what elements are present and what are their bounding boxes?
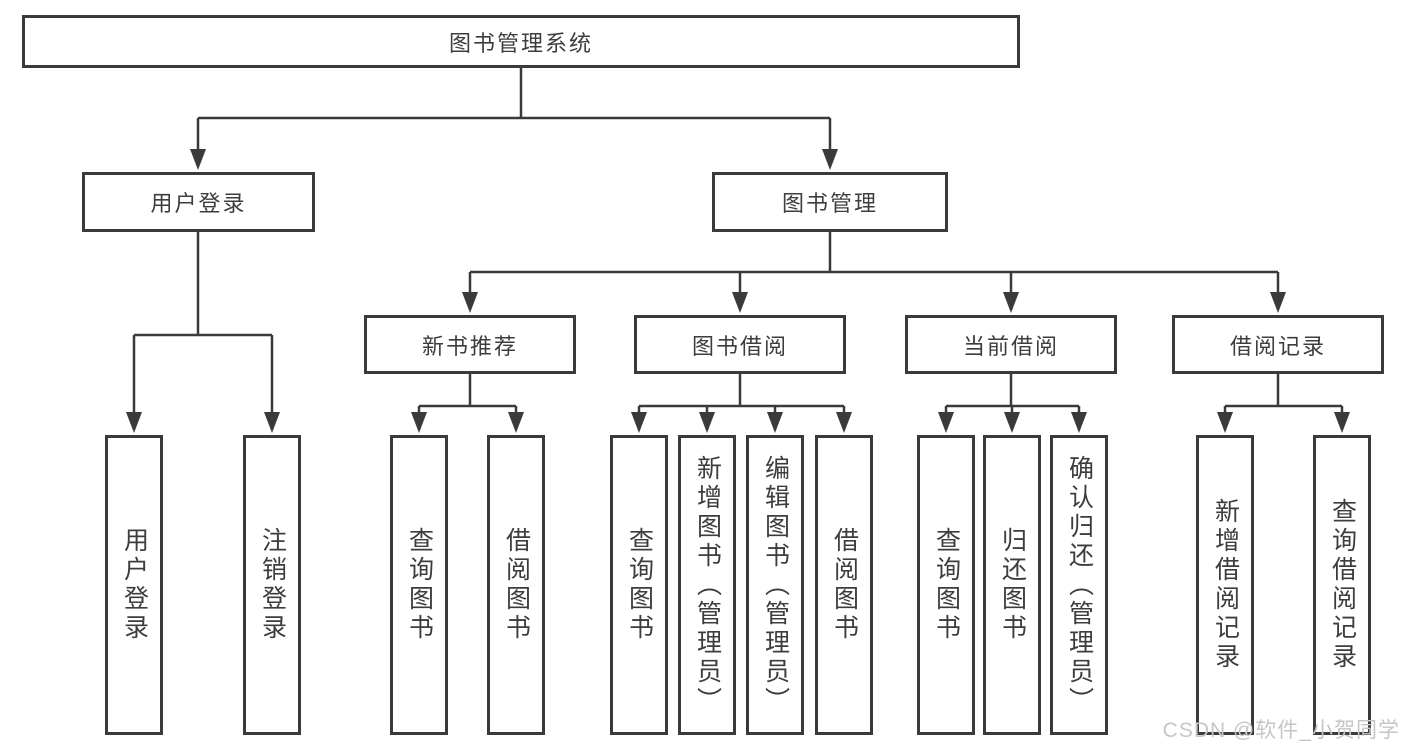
leaf-edit-books-admin-label: 编辑图书（管理员）	[761, 454, 790, 716]
leaf-confirm-return-admin-label: 确认归还（管理员）	[1065, 454, 1094, 716]
leaf-query-books-recommend: 查询图书	[390, 435, 448, 735]
leaf-query-books-recommend-label: 查询图书	[405, 527, 434, 643]
node-book-management: 图书管理	[712, 172, 948, 232]
connector-user-login-to-leaves	[126, 232, 280, 433]
leaf-add-borrow-record: 新增借阅记录	[1196, 435, 1254, 735]
leaf-query-books-borrowing-label: 查询图书	[625, 527, 654, 643]
leaf-edit-books-admin: 编辑图书（管理员）	[746, 435, 804, 735]
leaf-user-login: 用户登录	[105, 435, 163, 735]
connector-borrowing-records-to-leaves	[1217, 374, 1350, 433]
connector-current-borrowing-to-leaves	[938, 374, 1087, 433]
leaf-user-login-label: 用户登录	[120, 527, 149, 643]
leaf-query-books-current: 查询图书	[917, 435, 975, 735]
leaf-query-borrow-record-label: 查询借阅记录	[1328, 498, 1357, 672]
leaf-logout-label: 注销登录	[258, 527, 287, 643]
leaf-borrow-books-recommend-label: 借阅图书	[502, 527, 531, 643]
leaf-logout: 注销登录	[243, 435, 301, 735]
leaf-query-books-current-label: 查询图书	[932, 527, 961, 643]
leaf-borrow-books-recommend: 借阅图书	[487, 435, 545, 735]
connector-book-management-to-level3	[462, 232, 1286, 313]
leaf-borrow-books-label: 借阅图书	[830, 527, 859, 643]
leaf-return-books-label: 归还图书	[998, 527, 1027, 643]
node-borrowing-records: 借阅记录	[1172, 315, 1384, 374]
leaf-query-books-borrowing: 查询图书	[610, 435, 668, 735]
csdn-watermark: CSDN @软件_小贺同学	[1162, 719, 1400, 742]
node-root-system: 图书管理系统	[22, 15, 1020, 68]
leaf-add-books-admin: 新增图书（管理员）	[678, 435, 736, 735]
leaf-confirm-return-admin: 确认归还（管理员）	[1050, 435, 1108, 735]
node-current-borrowing: 当前借阅	[905, 315, 1117, 374]
node-user-login: 用户登录	[82, 172, 315, 232]
leaf-borrow-books: 借阅图书	[815, 435, 873, 735]
leaf-add-books-admin-label: 新增图书（管理员）	[693, 454, 722, 716]
node-book-borrowing: 图书借阅	[634, 315, 846, 374]
connector-book-borrowing-to-leaves	[631, 374, 852, 433]
connector-root-to-level2	[190, 68, 838, 170]
connector-new-book-recommend-to-leaves	[411, 374, 524, 433]
leaf-return-books: 归还图书	[983, 435, 1041, 735]
node-new-book-recommend: 新书推荐	[364, 315, 576, 374]
leaf-add-borrow-record-label: 新增借阅记录	[1211, 498, 1240, 672]
leaf-query-borrow-record: 查询借阅记录	[1313, 435, 1371, 735]
